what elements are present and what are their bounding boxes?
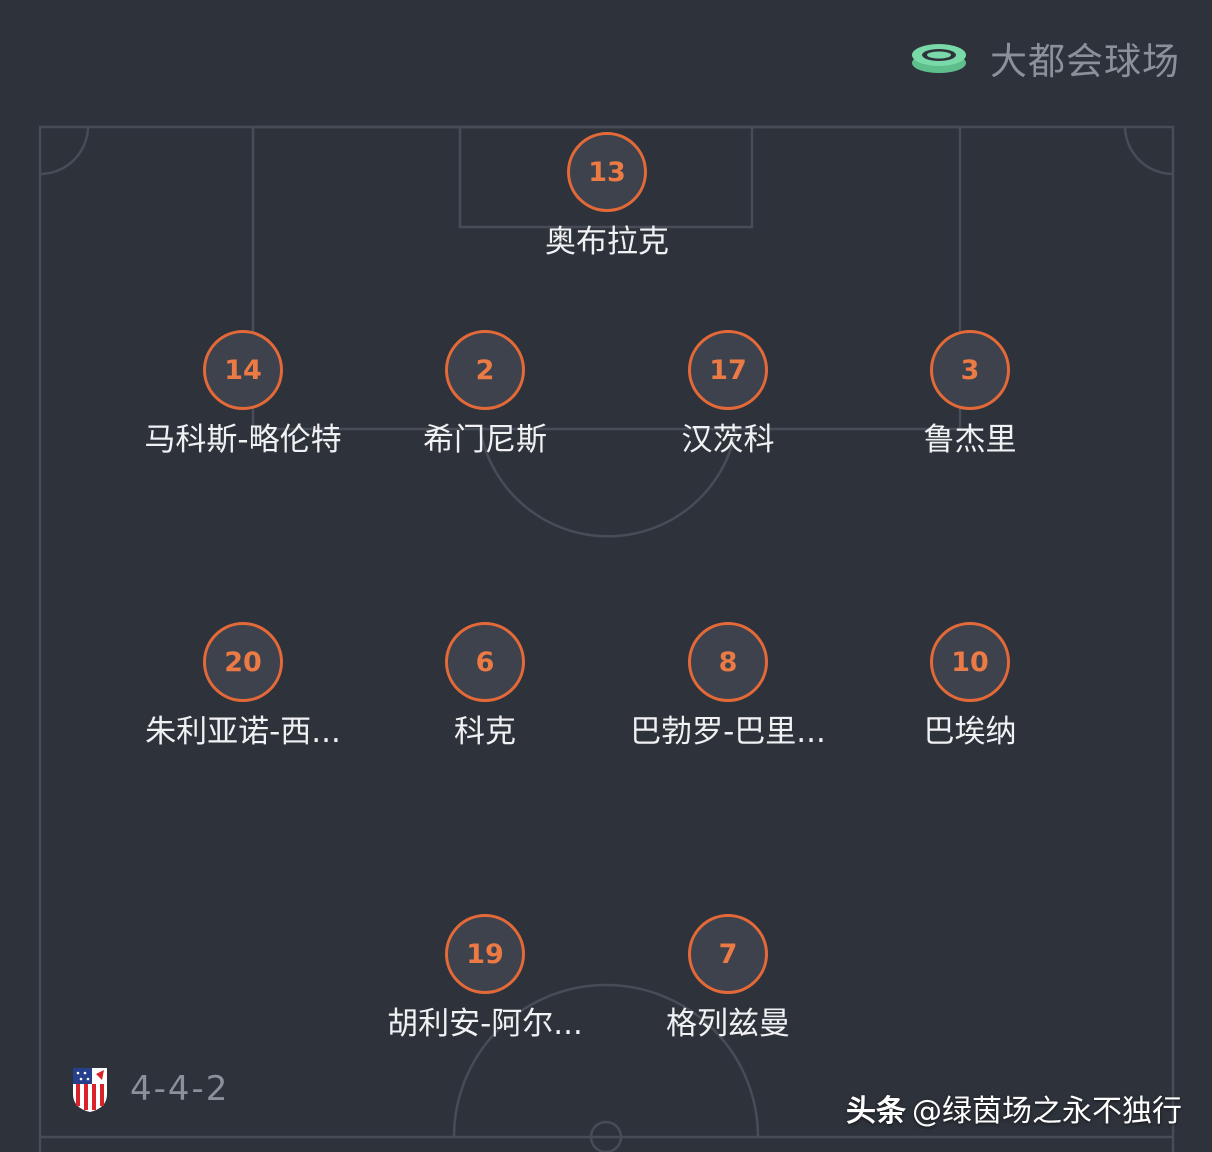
jersey-number: 10 (930, 622, 1010, 702)
player-name: 格列兹曼 (666, 1006, 790, 1042)
player-name: 朱利亚诺-西... (145, 714, 341, 750)
jersey-number: 6 (445, 622, 525, 702)
jersey-number: 8 (688, 622, 768, 702)
player-defender[interactable]: 14 马科斯-略伦特 (93, 330, 393, 460)
jersey-number: 7 (688, 914, 768, 994)
player-name: 汉茨科 (681, 422, 775, 458)
player-midfielder[interactable]: 20 朱利亚诺-西... (93, 622, 393, 752)
player-midfielder[interactable]: 10 巴埃纳 (820, 622, 1120, 752)
player-name: 希门尼斯 (423, 422, 547, 458)
player-name: 巴勃罗-巴里... (630, 714, 826, 750)
player-name: 鲁杰里 (923, 422, 1017, 458)
jersey-number: 17 (688, 330, 768, 410)
player-forward[interactable]: 19 胡利安-阿尔... (335, 914, 635, 1044)
watermark: 头条@绿茵场之永不独行 (846, 1086, 1182, 1130)
watermark-brand: 头条 (846, 1094, 906, 1129)
player-name: 马科斯-略伦特 (144, 422, 342, 458)
player-name: 巴埃纳 (923, 714, 1017, 750)
club-crest-icon (73, 1068, 107, 1112)
jersey-number: 14 (203, 330, 283, 410)
player-midfielder[interactable]: 6 科克 (335, 622, 635, 752)
player-defender[interactable]: 2 希门尼斯 (335, 330, 635, 460)
jersey-number: 2 (445, 330, 525, 410)
formation-info: 4-4-2 (70, 1062, 229, 1116)
stadium-icon (912, 44, 966, 73)
jersey-number: 20 (203, 622, 283, 702)
jersey-number: 19 (445, 914, 525, 994)
player-midfielder[interactable]: 8 巴勃罗-巴里... (578, 622, 878, 752)
formation-label: 4-4-2 (130, 1069, 230, 1109)
player-name: 科克 (454, 714, 516, 750)
player-name: 奥布拉克 (545, 224, 669, 260)
player-defender[interactable]: 17 汉茨科 (578, 330, 878, 460)
watermark-handle: @绿茵场之永不独行 (912, 1094, 1182, 1129)
player-name: 胡利安-阿尔... (387, 1006, 583, 1042)
stadium-info: 大都会球场 (910, 32, 1180, 84)
player-goalkeeper[interactable]: 13 奥布拉克 (457, 132, 757, 262)
jersey-number: 13 (567, 132, 647, 212)
player-forward[interactable]: 7 格列兹曼 (578, 914, 878, 1044)
stadium-name: 大都会球场 (990, 40, 1180, 83)
player-defender[interactable]: 3 鲁杰里 (820, 330, 1120, 460)
jersey-number: 3 (930, 330, 1010, 410)
